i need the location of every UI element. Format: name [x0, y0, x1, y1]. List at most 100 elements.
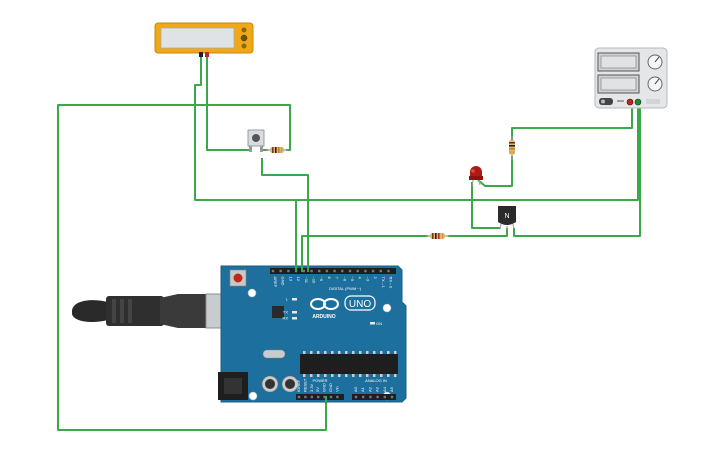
model-text: UNO [349, 299, 371, 310]
chip-pin [394, 374, 397, 377]
transistor[interactable]: N [498, 206, 516, 230]
header-pin[interactable] [387, 269, 390, 273]
header-pin[interactable] [336, 395, 339, 399]
lcd-pin[interactable] [205, 52, 209, 57]
header-pin[interactable] [323, 395, 326, 399]
analog-pin-label: A1 [360, 386, 365, 392]
chip-pin [338, 374, 341, 377]
chip-pin [317, 351, 320, 354]
pin-label: 13 [288, 277, 293, 282]
wire-supply-to-pin[interactable] [295, 199, 638, 268]
supply-terminal-ground[interactable] [634, 98, 642, 106]
header-pin[interactable] [329, 395, 333, 399]
led-label-l: L [286, 297, 289, 302]
pin-label: 8 [327, 277, 332, 280]
wire-gnd-loop[interactable] [57, 104, 327, 431]
mount-hole [247, 288, 257, 298]
header-pin[interactable] [297, 395, 301, 399]
wire-base-resistor[interactable] [448, 228, 508, 237]
header-pin[interactable] [354, 395, 358, 399]
analog-pin-label: A2 [367, 386, 372, 392]
wire-supply-gnd[interactable] [511, 103, 633, 140]
wire-lcd-pin2[interactable] [206, 55, 249, 151]
chip-pin [352, 351, 355, 354]
digital-header[interactable] [270, 268, 396, 274]
wire-button-to-pin[interactable] [261, 158, 309, 268]
reset-button[interactable] [233, 273, 243, 283]
header-pin[interactable] [287, 269, 290, 273]
lcd-pin[interactable] [199, 52, 203, 57]
pin-label: ~9 [319, 277, 324, 282]
chip-pin [303, 351, 306, 354]
atmega-chip [300, 354, 398, 374]
header-pin[interactable] [383, 395, 386, 399]
led-label-rx: RX [282, 316, 288, 321]
header-pin[interactable] [333, 269, 336, 273]
analog-label: ANALOG IN [365, 378, 387, 383]
header-pin[interactable] [318, 269, 321, 273]
pin-label: ~6 [342, 277, 347, 282]
header-pin[interactable] [348, 269, 352, 273]
header-pin[interactable] [325, 269, 329, 273]
header-pin[interactable] [317, 395, 320, 399]
header-pin[interactable] [304, 395, 307, 399]
usb-cable[interactable] [72, 293, 247, 329]
chip-pin [380, 351, 383, 354]
header-pin[interactable] [371, 269, 375, 273]
crystal [262, 349, 286, 359]
chip-pin [359, 374, 362, 377]
onboard-leds: L TX RX ON [282, 297, 382, 327]
analog-pin-label: A5 [389, 386, 394, 392]
wire-resistor-to-arduino[interactable] [301, 235, 428, 268]
pin-label: AREF [273, 277, 278, 288]
power-label: POWER [312, 378, 327, 383]
push-button[interactable] [247, 129, 265, 152]
header-pin[interactable] [310, 269, 313, 273]
header-pin[interactable] [376, 395, 379, 399]
supply-terminal-positive[interactable] [626, 98, 634, 106]
resistor-button[interactable] [266, 147, 288, 153]
header-pin[interactable] [271, 269, 275, 273]
red-led[interactable] [469, 166, 483, 187]
lcd-screen [160, 27, 235, 49]
chip-pin [380, 374, 383, 377]
chip-pin [345, 374, 348, 377]
wire-resistor-right[interactable] [286, 142, 291, 151]
header-pin[interactable] [341, 269, 344, 273]
chip-pin [359, 351, 362, 354]
header-pin[interactable] [379, 269, 382, 273]
header-pin[interactable] [279, 269, 282, 273]
chip-pin [331, 374, 334, 377]
digital-label: DIGITAL (PWM ~) [329, 286, 362, 291]
wire-lcd-pin1[interactable] [194, 55, 639, 201]
header-pin[interactable] [364, 269, 367, 273]
power-pin-label: Vin [334, 386, 339, 392]
analog-pin-label: A3 [375, 386, 380, 392]
wire-led-transistor[interactable] [471, 182, 500, 229]
analog-header[interactable] [352, 394, 396, 400]
wire-transistor-supply[interactable] [513, 103, 641, 237]
header-pin[interactable] [356, 269, 359, 273]
power-pin-label: IOREF [296, 379, 301, 392]
usb-chip [272, 306, 284, 318]
header-pin[interactable] [390, 395, 394, 399]
resistor-led[interactable] [509, 136, 515, 160]
header-pin[interactable] [302, 269, 305, 273]
header-pin[interactable] [310, 395, 313, 399]
lcd-display[interactable] [154, 22, 254, 57]
pin-label: 4 [358, 277, 363, 280]
chip-pin [345, 351, 348, 354]
header-pin[interactable] [362, 395, 365, 399]
power-pin-label: 5V [315, 387, 320, 392]
power-header[interactable] [296, 394, 344, 400]
pin-label: TX→1 [381, 277, 386, 289]
pin-label: ~11 [304, 277, 309, 284]
power-pin-label: 3.3V [309, 383, 314, 392]
wire-resistor-led[interactable] [477, 156, 513, 187]
chip-pin [317, 374, 320, 377]
power-supply[interactable] [594, 47, 668, 109]
header-pin[interactable] [369, 395, 372, 399]
resistor-base[interactable] [426, 233, 450, 239]
